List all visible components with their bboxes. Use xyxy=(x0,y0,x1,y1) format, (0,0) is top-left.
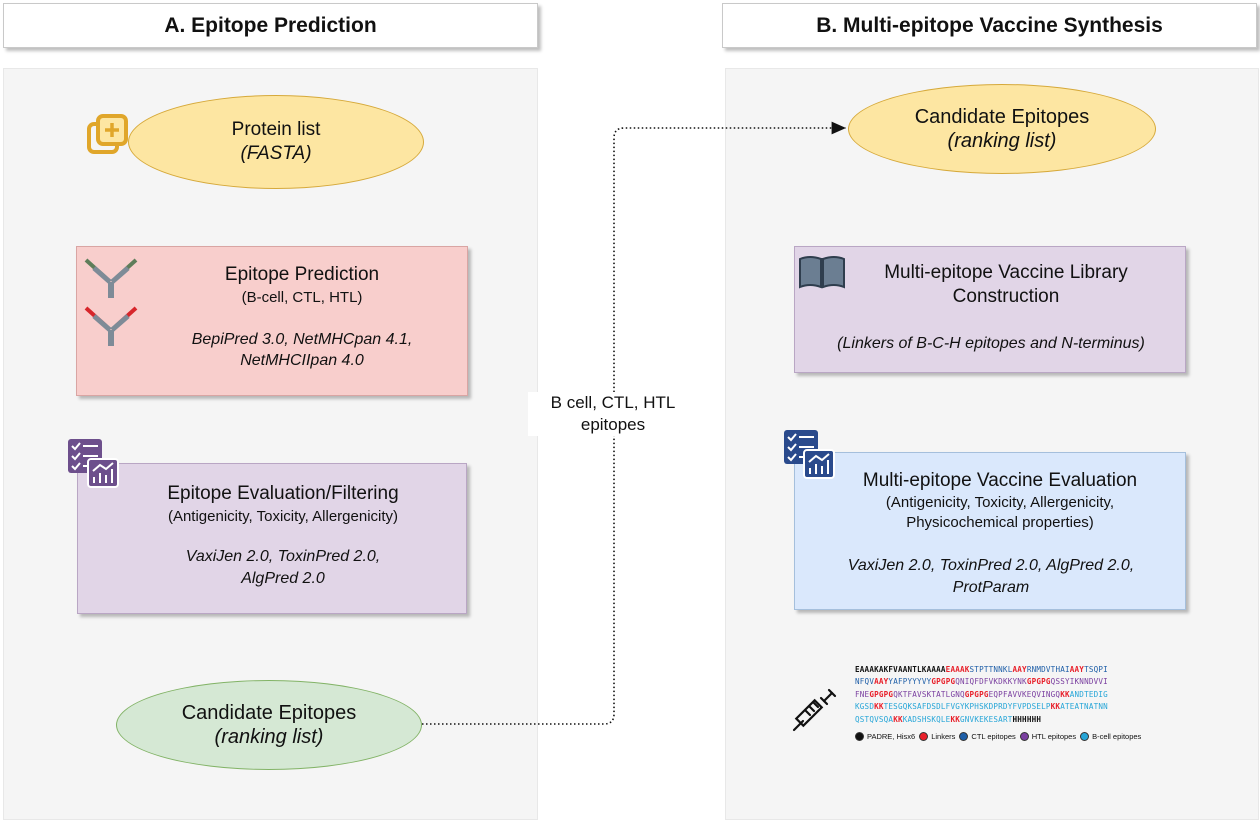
sequence-segment: EAAAK xyxy=(945,665,970,674)
add-document-icon xyxy=(87,114,128,154)
legend-dot xyxy=(855,732,864,742)
sequence-segment: QKTFAVSKTATLGNQ xyxy=(893,689,965,699)
sequence-segment: AAY xyxy=(874,677,889,687)
legend-item: B-cell epitopes xyxy=(1080,732,1142,742)
candidate-epitopes-sub-left: (ranking list) xyxy=(214,726,324,748)
header-vaccine-synthesis: B. Multi-epitope Vaccine Synthesis xyxy=(722,3,1257,48)
candidate-epitopes-title-right: Candidate Epitopes xyxy=(914,106,1090,128)
candidate-epitopes-title-left: Candidate Epitopes xyxy=(181,702,357,724)
epitope-evaluation-tools-line1: VaxiJen 2.0, ToxinPred 2.0, xyxy=(185,548,381,565)
vaccine-sequence: EAAAKAKFVAANTLKAAAAEAAAKSTPTTNNKLAAYRNMD… xyxy=(855,664,1145,742)
header-epitope-prediction: A. Epitope Prediction xyxy=(3,3,538,48)
legend-item: CTL epitopes xyxy=(959,732,1016,742)
library-construction-box: Multi-epitope Vaccine Library Constructi… xyxy=(794,246,1186,373)
sequence-segment: EQPFAVVKEQVINGQ xyxy=(988,689,1061,699)
checklist-chart-icon xyxy=(68,439,119,488)
sequence-segment: ANDTEDIG xyxy=(1069,689,1108,699)
legend-label: B-cell epitopes xyxy=(1092,732,1142,742)
sequence-segment: KK xyxy=(1060,689,1070,699)
library-construction-title-line2: Construction xyxy=(952,286,1060,307)
library-construction-title-line1: Multi-epitope Vaccine Library xyxy=(884,262,1128,283)
epitope-evaluation-title: Epitope Evaluation/Filtering xyxy=(167,483,399,504)
sequence-segment: GPGPG xyxy=(869,689,894,699)
sequence-segment: GPGPG xyxy=(1026,677,1051,687)
vaccine-evaluation-tools-line1: VaxiJen 2.0, ToxinPred 2.0, AlgPred 2.0, xyxy=(847,557,1135,574)
epitope-evaluation-tools-line2: AlgPred 2.0 xyxy=(241,570,325,587)
sequence-segment: HHHHHH xyxy=(1012,714,1042,724)
sequence-segment: FNE xyxy=(855,689,870,699)
candidate-epitopes-node-left: Candidate Epitopes (ranking list) xyxy=(116,680,422,770)
connector-label-line1: B cell, CTL, HTL xyxy=(550,393,676,412)
epitope-prediction-tools-line1: BepiPred 3.0, NetMHCpan 4.1, xyxy=(191,331,413,348)
sequence-line: KGSDKKTESGQKSAFDSDLFVGYKPHSKDPRDYFVPDSEL… xyxy=(855,701,1145,713)
antibody-icon xyxy=(84,258,138,346)
book-icon xyxy=(799,256,845,289)
connector-label-line2: epitopes xyxy=(580,415,646,434)
sequence-legend: PADRE, Hisx6 Linkers CTL epitopes HTL epito… xyxy=(855,732,1145,742)
vaccine-evaluation-tools-line2: ProtParam xyxy=(952,579,1030,596)
sequence-segment: KK xyxy=(950,714,960,724)
sequence-segment: TSQPI xyxy=(1084,665,1108,674)
legend-dot xyxy=(959,732,969,742)
legend-dot xyxy=(919,732,929,742)
sequence-segment: AAY xyxy=(1012,665,1027,674)
legend-label: Linkers xyxy=(931,732,956,742)
epitope-prediction-tools-line2: NetMHCIIpan 4.0 xyxy=(240,352,364,369)
sequence-segment: QSSYIKNNDVVI xyxy=(1050,677,1108,687)
sequence-segment: STPTTNNKL xyxy=(969,665,1013,674)
sequence-segment: ATEATNATNN xyxy=(1060,702,1108,712)
sequence-segment: RNMDVTHAI xyxy=(1026,665,1070,674)
epitope-evaluation-sub: (Antigenicity, Toxicity, Allergenicity) xyxy=(167,508,399,525)
sequence-line: NFQVAAYYAFPYYYVYGPGPGQNIQFDFVKDKKYNKGPGP… xyxy=(855,676,1145,688)
epitope-prediction-title: Epitope Prediction xyxy=(224,264,380,285)
sequence-segment: YAFPYYYVY xyxy=(888,677,932,687)
candidate-epitopes-sub-right: (ranking list) xyxy=(947,130,1057,152)
sequence-segment: GPGPG xyxy=(964,689,989,699)
sequence-segment: EAAAKAKFVAANTLKAAAA xyxy=(855,665,946,674)
legend-label: CTL epitopes xyxy=(971,732,1016,742)
vaccine-evaluation-sub-line1: (Antigenicity, Toxicity, Allergenicity, xyxy=(885,494,1115,511)
vaccine-evaluation-box: Multi-epitope Vaccine Evaluation (Antige… xyxy=(794,452,1186,610)
sequence-segment: KGSD xyxy=(855,702,875,712)
legend-label: PADRE, Hisx6 xyxy=(867,732,916,742)
sequence-segment: QNIQFDFVKDKKYNK xyxy=(955,677,1027,687)
connector-label: B cell, CTL, HTL epitopes xyxy=(528,392,698,436)
sequence-lines: EAAAKAKFVAANTLKAAAAEAAAKSTPTTNNKLAAYRNMD… xyxy=(855,664,1145,726)
epitope-prediction-sub: (B-cell, CTL, HTL) xyxy=(241,289,363,306)
legend-item: PADRE, Hisx6 xyxy=(855,732,916,742)
syringe-icon xyxy=(792,688,837,732)
legend-item: Linkers xyxy=(919,732,956,742)
sequence-line: EAAAKAKFVAANTLKAAAAEAAAKSTPTTNNKLAAYRNMD… xyxy=(855,664,1145,676)
sequence-segment: KK xyxy=(1050,702,1061,712)
legend-dot xyxy=(1019,732,1029,742)
candidate-epitopes-node-right: Candidate Epitopes (ranking list) xyxy=(848,84,1156,174)
epitope-evaluation-box: Epitope Evaluation/Filtering (Antigenici… xyxy=(77,463,467,614)
legend-label: HTL epitopes xyxy=(1031,732,1077,742)
checklist-chart-icon xyxy=(784,430,835,479)
sequence-segment: GNVKEKESART xyxy=(960,714,1013,724)
protein-list-node: Protein list (FASTA) xyxy=(128,95,424,189)
legend-dot xyxy=(1080,732,1090,742)
sequence-segment: NFQV xyxy=(855,677,875,687)
legend-item: HTL epitopes xyxy=(1019,732,1077,742)
sequence-segment: QSTQVSQA xyxy=(855,714,894,724)
sequence-segment: GPGPG xyxy=(931,677,956,687)
library-construction-sub: (Linkers of B-C-H epitopes and N-terminu… xyxy=(837,335,1145,352)
sequence-segment: AAY xyxy=(1069,665,1085,674)
protein-list-sub: (FASTA) xyxy=(240,143,312,164)
epitope-prediction-box: Epitope Prediction (B-cell, CTL, HTL) Be… xyxy=(76,246,468,396)
sequence-segment: KK xyxy=(893,714,903,724)
vaccine-evaluation-sub-line2: Physicochemical properties) xyxy=(906,514,1094,531)
sequence-segment: KADSHSKQLE xyxy=(902,714,951,724)
protein-list-title: Protein list xyxy=(231,119,321,140)
vaccine-evaluation-title: Multi-epitope Vaccine Evaluation xyxy=(862,470,1138,491)
sequence-line: QSTQVSQAKKKADSHSKQLEKKGNVKEKESARTHHHHHH xyxy=(855,714,1145,726)
sequence-segment: TESGQKSAFDSDLFVGYKPHSKDPRDYFVPDSELP xyxy=(883,702,1051,712)
sequence-segment: KK xyxy=(874,702,884,712)
sequence-line: FNEGPGPGQKTFAVSKTATLGNQGPGPGEQPFAVVKEQVI… xyxy=(855,689,1145,701)
